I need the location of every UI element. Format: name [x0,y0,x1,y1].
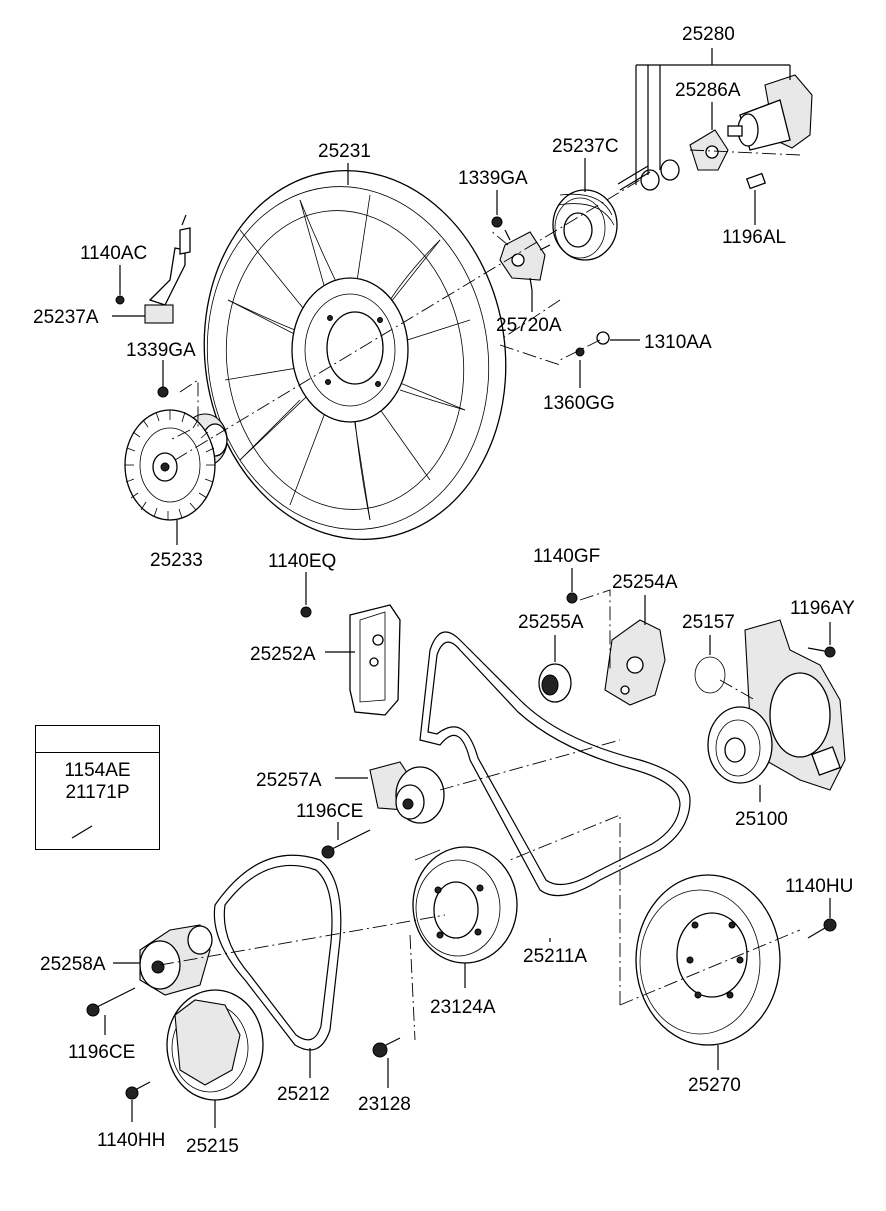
tensioner-bracket [538,592,666,706]
label-1140EQ: 1140EQ [268,551,336,572]
label-1339GA-top: 1339GA [458,168,528,189]
idler-pulley [369,761,445,824]
label-25257A: 25257A [256,770,322,791]
label-25252A: 25252A [250,644,316,665]
ac-tensioner [139,924,213,996]
label-1196CE-mid: 1196CE [296,801,363,822]
label-23124A: 23124A [430,997,496,1018]
label-25280: 25280 [682,24,735,45]
label-25258A: 25258A [40,954,106,975]
label-1140HU: 1140HU [785,876,853,897]
bolts [71,216,837,1100]
sensor-bracket [115,214,191,324]
housing-assembly [617,74,813,191]
label-25212: 25212 [277,1084,330,1105]
label-25286A: 25286A [675,80,741,101]
label-1196CE-low: 1196CE [68,1042,135,1063]
label-1140GF: 1140GF [533,546,600,567]
legend-part-21171P: 21171P [65,782,130,803]
label-25215: 25215 [186,1136,239,1157]
label-1140AC: 1140AC [80,243,147,264]
label-1196AY: 1196AY [790,598,855,619]
label-25237C: 25237C [552,136,619,157]
crank-pulley [412,846,518,964]
label-25231: 25231 [318,141,371,162]
legend-part-1154AE: 1154AE [64,760,131,781]
label-25211A: 25211A [523,946,587,967]
ac-belt [213,854,342,1051]
damper-pulley [635,874,781,1046]
label-25237A: 25237A [33,307,99,328]
legend-header [36,726,159,753]
label-25255A: 25255A [518,612,584,633]
label-25270: 25270 [688,1075,741,1096]
label-25254A: 25254A [612,572,678,593]
label-1310AA: 1310AA [644,332,712,353]
label-25100: 25100 [735,809,788,830]
part-labels: 25280 25286A 25231 25237C 1339GA 1140AC … [33,24,855,1157]
idler-bracket [300,604,401,716]
legend-box: 1154AE 21171P [35,725,160,850]
label-25233: 25233 [150,550,203,571]
label-1339GA-mid: 1339GA [126,340,196,361]
cooling-fan [203,169,507,541]
label-1360GG: 1360GG [543,393,615,414]
leader-lines [104,48,831,1128]
label-23128: 23128 [358,1094,411,1115]
label-1196AL: 1196AL [722,227,786,248]
fan-pulley [552,189,618,261]
drive-belt [419,631,691,897]
ac-pulley [166,989,264,1101]
label-25157: 25157 [682,612,735,633]
water-pump [694,619,846,791]
label-25720A: 25720A [496,315,562,336]
label-1140HH: 1140HH [97,1130,165,1151]
alignment-lines [159,149,801,1041]
fan-clutch [124,409,228,521]
